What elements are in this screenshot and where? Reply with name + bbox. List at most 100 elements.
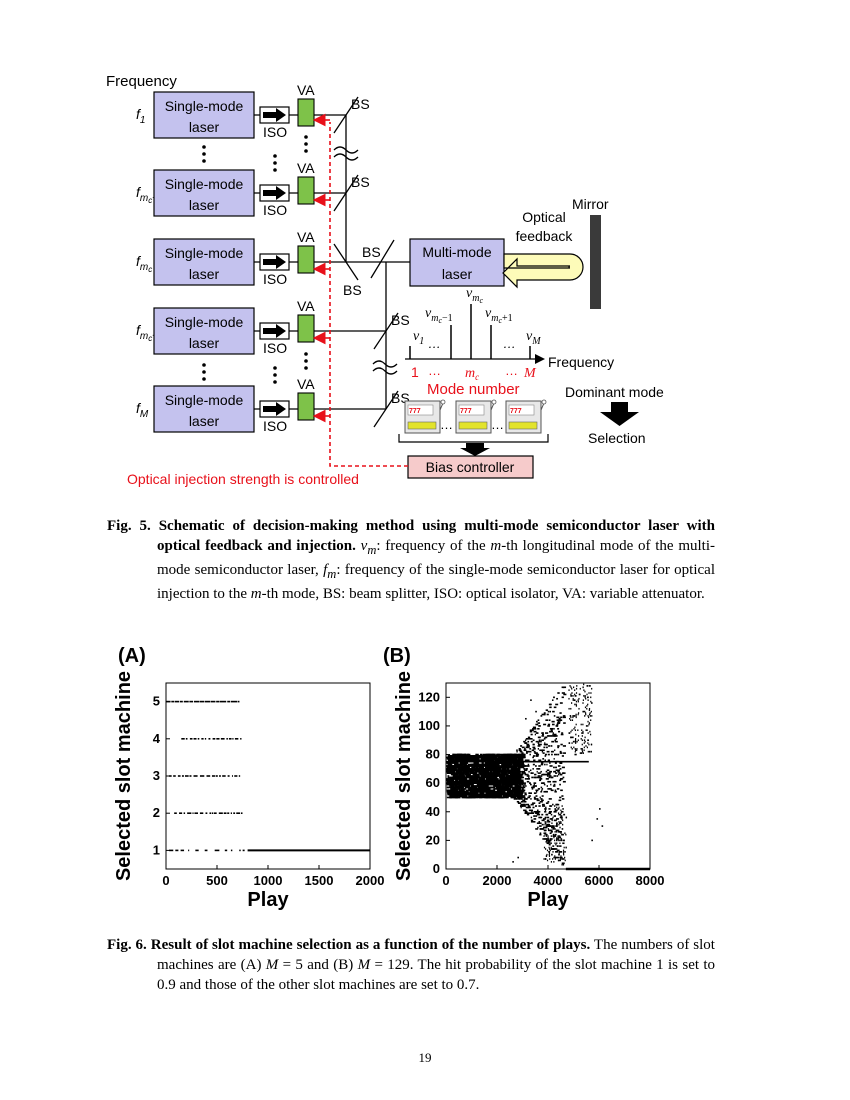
plot-frame [165,682,371,870]
panel-b-label: (B) [383,645,411,667]
bs-label: BS [362,244,381,260]
x-tick-label: 8000 [636,873,665,888]
mode-spectrum: Frequency [405,304,614,370]
single-mode-laser-box [153,238,255,286]
multimode-laser-box [409,238,505,287]
svg-text:777: 777 [409,408,421,415]
x-tick-label: 1500 [305,873,334,888]
iso-label: ISO [263,124,287,140]
single-mode-laser-box [153,307,255,355]
injection-note: Optical injection strength is controlled [127,471,359,487]
svg-text:M: M [523,366,537,381]
isolator-arrow-icon [263,402,286,416]
isolator-arrow-icon [263,324,286,338]
fig6-caption: Fig. 6. Result of slot machine selection… [107,937,716,993]
y-tick-label: 60 [426,775,440,790]
svg-text:…: … [491,417,504,432]
bs-label: BS [391,312,410,328]
va-label: VA [297,298,315,314]
svg-text:777: 777 [510,408,522,415]
selection-label: Selection [588,430,646,446]
variable-attenuator [297,314,315,343]
svg-text:…: … [440,417,453,432]
optical-feedback-arrow [502,253,584,289]
bias-controller-box [407,455,534,479]
svg-text:νM: νM [526,329,541,347]
va-label: VA [297,376,315,392]
optical-feedback-label: feedback [516,228,574,244]
iso-label: ISO [263,340,287,356]
laser-frequency-label: fmc [136,253,152,274]
x-tick-label: 500 [206,873,228,888]
single-mode-laser-box [153,169,255,217]
va-label: VA [297,82,315,98]
slot-bracket [398,434,549,443]
y-axis-label: Selected slot machine [113,671,135,881]
va-label: VA [297,229,315,245]
mirror-label: Mirror [572,196,609,212]
laser-label: Single-mode [165,314,244,330]
break-symbol [333,146,398,375]
va-label: VA [297,160,315,176]
ellipsis-dots [202,135,308,384]
mode-number-row: 1 … mc … M Mode number [411,363,537,398]
slot-machine-icon: 777 [505,399,547,434]
laser-frequency-label: fM [136,400,149,420]
x-tick-label: 0 [162,873,169,888]
multimode-laser-label: laser [442,266,473,282]
x-tick-label: 2000 [483,873,512,888]
dominant-mode-label: Dominant mode [565,384,664,400]
slot-machine-icon: 777 [404,399,446,434]
laser-label: Single-mode [165,245,244,261]
variable-attenuator [297,245,315,274]
fig5-schematic: Frequency f1Single-modelaserISOVABSfmc−1… [106,73,664,487]
dominant-mode-arrow [600,402,639,426]
bias-controller-label: Bias controller [426,459,515,475]
panel-a-label: (A) [118,645,146,667]
laser-label: laser [189,335,220,351]
y-tick-label: 120 [418,689,440,704]
y-tick-label: 2 [153,805,160,820]
svg-text:mc: mc [465,366,479,382]
x-tick-label: 1000 [254,873,283,888]
y-tick-label: 40 [426,804,440,819]
control-arrows [312,113,330,423]
laser-frequency-label: f1 [136,106,145,126]
laser-label: laser [189,266,220,282]
laser-label: laser [189,197,220,213]
plot-frame [445,682,651,870]
laser-rows: f1Single-modelaserISOVABSfmc−1Single-mod… [136,82,410,434]
isolator-arrow-icon [263,108,286,122]
mirror [590,215,601,309]
laser-label: Single-mode [165,176,244,192]
single-mode-laser-box [153,91,255,139]
y-tick-label: 3 [153,768,160,783]
bs-label: BS [351,174,370,190]
mode-number-label: Mode number [427,381,520,398]
y-tick-label: 0 [433,861,440,876]
bs-label: BS [351,96,370,112]
svg-text:ν1: ν1 [413,329,424,347]
svg-text:…: … [428,336,441,351]
y-tick-label: 20 [426,832,440,847]
x-tick-label: 0 [442,873,449,888]
x-tick-label: 6000 [585,873,614,888]
svg-text:1: 1 [411,364,419,380]
laser-label: laser [189,413,220,429]
iso-label: ISO [263,202,287,218]
page-number: 19 [418,1050,432,1065]
x-tick-label: 4000 [534,873,563,888]
y-axis-label: Selected slot machine [393,671,415,881]
x-tick-label: 2000 [356,873,385,888]
svg-text:…: … [505,363,518,378]
y-tick-label: 100 [418,718,440,733]
optical-feedback-label: Optical [522,209,566,225]
